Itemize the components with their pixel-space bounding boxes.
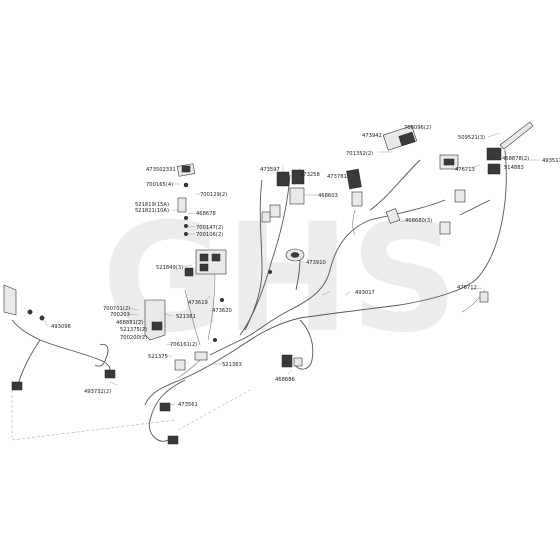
cable-ties bbox=[212, 269, 273, 343]
label-700203: 700203 bbox=[110, 312, 130, 318]
label-514883: 514883 bbox=[504, 165, 524, 171]
label-521375: 521375 bbox=[148, 354, 168, 360]
label-700106-2: 700106(2) bbox=[196, 232, 223, 238]
label-493511: 493511 bbox=[542, 158, 560, 164]
part-number-labels: 473942 706096(2) 701352(2) 509521(3) 493… bbox=[51, 125, 560, 408]
switches-473597 bbox=[261, 169, 305, 223]
fuse-box-473502331 bbox=[176, 163, 196, 237]
connector-473781 bbox=[346, 168, 363, 207]
harness-wires bbox=[11, 149, 507, 442]
relay-module-473942 bbox=[382, 125, 418, 151]
switch-476713 bbox=[439, 154, 459, 170]
label-521821-10a: 521821(10A) bbox=[135, 208, 169, 214]
label-521849-3: 521849(3) bbox=[156, 265, 183, 271]
grommet-473910 bbox=[285, 248, 305, 262]
label-521819-15a: 521819(15A) bbox=[135, 202, 169, 208]
label-700701-2: 700701(2) bbox=[103, 306, 130, 312]
label-493732-2: 493732(2) bbox=[84, 389, 111, 395]
relay-block-521849 bbox=[184, 249, 227, 277]
label-700165-4: 700165(4) bbox=[146, 182, 173, 188]
label-473258: 473258 bbox=[300, 172, 320, 178]
label-521361: 521361 bbox=[176, 314, 196, 320]
label-706096-2: 706096(2) bbox=[404, 125, 431, 131]
label-700200-2: 700200(2) bbox=[120, 335, 147, 341]
label-473502331: 473502331 bbox=[146, 167, 176, 173]
label-493017: 493017 bbox=[355, 290, 375, 296]
label-468603: 468603 bbox=[318, 193, 338, 199]
label-468678: 468678 bbox=[196, 211, 216, 217]
label-521363: 521363 bbox=[222, 362, 242, 368]
ghs-watermark: GHS bbox=[102, 192, 459, 366]
label-701352-2: 701352(2) bbox=[346, 151, 373, 157]
label-468686: 468686 bbox=[275, 377, 295, 383]
label-473619: 473619 bbox=[188, 300, 208, 306]
connectors-493732 bbox=[11, 369, 179, 445]
label-468878-2: 468878(2) bbox=[502, 156, 529, 162]
switch-493096 bbox=[3, 284, 45, 321]
connector-476712 bbox=[479, 291, 489, 303]
components bbox=[3, 121, 534, 445]
lever-509521 bbox=[486, 121, 534, 175]
label-473620: 473620 bbox=[212, 308, 232, 314]
label-700147-2: 700147(2) bbox=[196, 225, 223, 231]
connectors-468680 bbox=[385, 189, 466, 235]
label-468680-3: 468680(3) bbox=[405, 218, 432, 224]
bracket-521361 bbox=[144, 299, 208, 371]
label-521375-2: 521375(2) bbox=[120, 327, 147, 333]
label-509521-3: 509521(3) bbox=[458, 135, 485, 141]
label-473597: 473597 bbox=[260, 167, 280, 173]
label-493096: 493096 bbox=[51, 324, 71, 330]
connector-468686 bbox=[281, 354, 303, 368]
label-473942: 473942 bbox=[362, 133, 382, 139]
label-473910: 473910 bbox=[306, 260, 326, 266]
dashed-guides bbox=[11, 380, 251, 441]
watermark-text: GHS bbox=[102, 192, 459, 366]
label-476713: 476713 bbox=[455, 167, 475, 173]
label-476712: 476712 bbox=[457, 285, 477, 291]
label-706161-2: 706161(2) bbox=[170, 342, 197, 348]
label-473781: 473781 bbox=[327, 174, 347, 180]
label-700129-2: 700129(2) bbox=[200, 192, 227, 198]
label-473561: 473561 bbox=[178, 402, 198, 408]
label-468881-2: 468881(2) bbox=[116, 320, 143, 326]
